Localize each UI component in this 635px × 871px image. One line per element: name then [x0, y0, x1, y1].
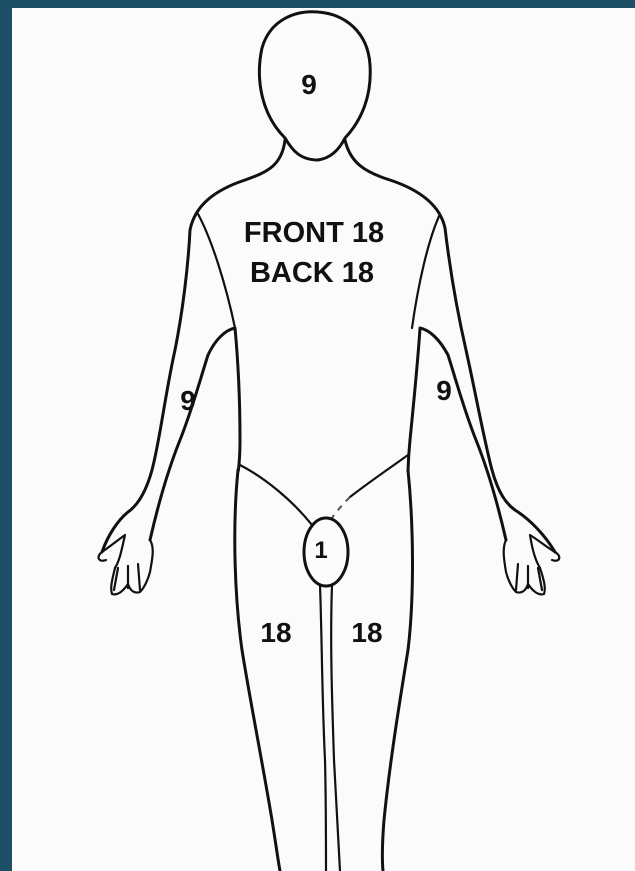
body-outline-left	[102, 140, 285, 552]
finger-line-left-3	[138, 564, 140, 590]
torso-back-label: BACK 18	[250, 257, 374, 289]
head-label: 9	[301, 69, 317, 100]
genital-label: 1	[314, 537, 327, 564]
groin-line-right-faint	[332, 497, 350, 518]
leg-right-outer	[382, 470, 412, 871]
leg-inner-right	[331, 585, 340, 871]
arm-left-inner	[150, 328, 240, 540]
torso-front-label: FRONT 18	[244, 217, 384, 249]
right-leg-label: 18	[260, 617, 291, 648]
arm-right-inner	[408, 328, 506, 540]
left-leg-label: 18	[351, 617, 382, 648]
finger-line-right-3	[516, 564, 518, 590]
shoulder-line-left	[198, 214, 235, 328]
left-arm-label: 9	[436, 375, 452, 406]
hand-right-outline	[504, 535, 555, 594]
thumb-right	[552, 552, 559, 561]
leg-inner-left	[320, 585, 326, 871]
right-arm-label: 9	[180, 385, 196, 416]
groin-line-left	[240, 465, 312, 525]
body-outline-right	[345, 140, 555, 552]
leg-left-outer	[235, 470, 280, 871]
shoulder-line-right	[412, 214, 440, 328]
groin-line-right	[350, 455, 408, 497]
